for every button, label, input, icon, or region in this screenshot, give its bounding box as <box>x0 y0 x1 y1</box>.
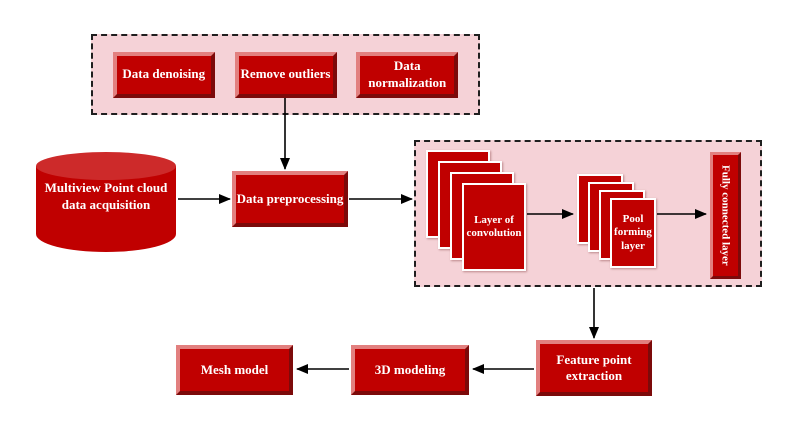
node-label: Multiview Point cloud data acquisition <box>44 180 168 212</box>
cylinder-body <box>36 166 176 252</box>
node-label: Mesh model <box>200 361 269 377</box>
node-feature-point-extraction: Feature point extraction <box>536 340 652 396</box>
node-label: 3D modeling <box>374 361 446 377</box>
node-data-normalization: Data normalization <box>356 51 459 98</box>
node-acquisition-cylinder: Multiview Point cloud data acquisition <box>36 152 176 252</box>
node-label: Fully connected layer <box>719 165 732 266</box>
node-label: Feature point extraction <box>556 351 632 383</box>
convolution-layer-stack: Layer of convolution <box>426 150 527 272</box>
node-label: Data normalization <box>368 58 447 90</box>
node-label: Data denoising <box>122 66 206 82</box>
node-3d-modeling: 3D modeling <box>351 345 469 395</box>
node-remove-outliers: Remove outliers <box>234 51 337 98</box>
node-label: Layer of convolution <box>466 213 522 239</box>
pool-card-front: Pool forming layer <box>610 198 656 268</box>
cylinder-top-ellipse <box>36 152 176 180</box>
node-fully-connected-layer: Fully connected layer <box>710 152 741 279</box>
cnn-group: Layer of convolution Pool forming layer … <box>414 140 762 287</box>
conv-card-front: Layer of convolution <box>462 183 526 271</box>
node-data-preprocessing: Data preprocessing <box>232 171 348 227</box>
node-label: Data preprocessing <box>236 190 344 206</box>
node-label: Pool forming layer <box>614 213 652 252</box>
pooling-layer-stack: Pool forming layer <box>577 174 657 269</box>
node-label: Remove outliers <box>240 66 331 82</box>
preprocessing-steps-group: Data denoising Remove outliers Data norm… <box>91 34 480 115</box>
node-data-denoising: Data denoising <box>112 51 215 98</box>
node-mesh-model: Mesh model <box>176 345 293 395</box>
